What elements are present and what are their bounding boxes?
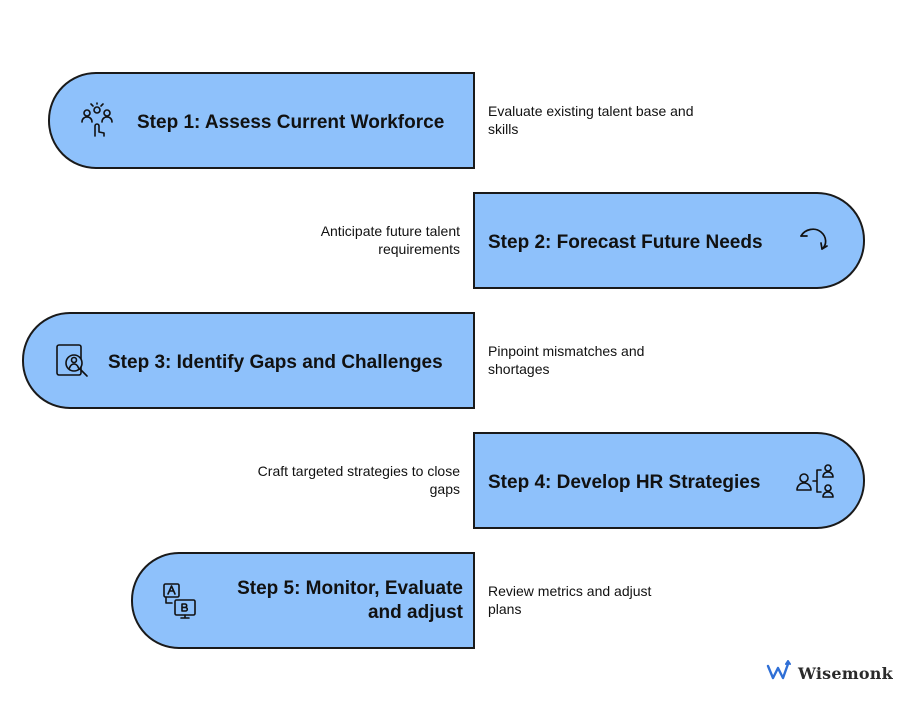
step-2-box: Step 2: Forecast Future Needs (473, 192, 865, 289)
step-2-title: Step 2: Forecast Future Needs (488, 232, 763, 253)
step-4-box: Step 4: Develop HR Strategies (473, 432, 865, 529)
magnifier-person-icon (54, 343, 92, 381)
step-4-description: Craft targeted strategies to close gaps (257, 463, 460, 497)
step-2-description: Anticipate future talent requirements (320, 223, 460, 257)
org-people-icon (795, 462, 837, 500)
step-1-description: Evaluate existing talent base and skills (488, 103, 694, 137)
step-3-title: Step 3: Identify Gaps and Challenges (108, 352, 443, 373)
step-3-box: Step 3: Identify Gaps and Challenges (22, 312, 475, 409)
step-5-title: Step 5: Monitor, Evaluate and adjust (223, 577, 463, 625)
people-click-icon (79, 102, 115, 138)
step-4-title: Step 4: Develop HR Strategies (488, 472, 761, 493)
step-5-box: Step 5: Monitor, Evaluate and adjust (131, 552, 475, 649)
brand-name: Wisemonk (798, 664, 893, 683)
forecast-arrow-icon (797, 224, 837, 258)
step-1-title: Step 1: Assess Current Workforce (137, 112, 445, 133)
ab-monitor-icon (162, 582, 200, 620)
brand-logo: Wisemonk (766, 660, 893, 687)
step-5-description: Review metrics and adjust plans (488, 583, 652, 617)
step-3-description: Pinpoint mismatches and shortages (488, 343, 645, 377)
step-5-title-line1: Step 5: Monitor, Evaluate (237, 578, 463, 599)
step-5-title-line2: and adjust (367, 602, 463, 623)
step-1-box: Step 1: Assess Current Workforce (48, 72, 475, 169)
wisemonk-logo-icon (766, 660, 792, 687)
